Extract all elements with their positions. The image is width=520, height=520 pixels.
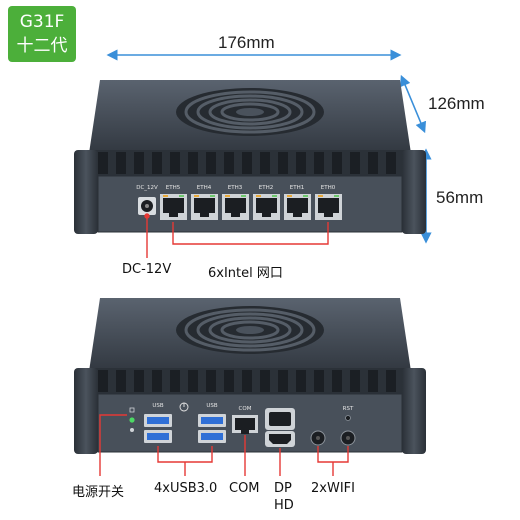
fan-grille-icon	[176, 88, 324, 136]
dc-callout-label: DC-12V	[122, 262, 172, 277]
power-button-icon	[179, 402, 189, 412]
wifi-antenna-icon	[310, 415, 356, 446]
dp-hdmi-ports-icon	[265, 408, 295, 447]
hd-callout-label: HD	[274, 498, 294, 513]
com-port-icon	[232, 415, 258, 434]
usb-silk-label: USB	[152, 403, 164, 409]
model-badge: G31F 十二代	[8, 6, 76, 62]
rst-silk-label: RST	[343, 406, 354, 412]
back-callout-lines	[99, 414, 349, 476]
eth-silk-label: ETH4	[197, 185, 212, 191]
lan-callout-label: 6xIntel 网口	[208, 266, 283, 281]
eth-silk-label: ETH5	[166, 185, 181, 191]
fan-grille-icon	[176, 306, 324, 354]
com-silk-label: COM	[239, 406, 252, 412]
eth-silk-label: ETH2	[259, 185, 273, 191]
back-unit: USB USB COM RST	[74, 298, 426, 454]
wifi-callout-label: 2xWIFI	[311, 481, 355, 496]
model-generation: 十二代	[16, 36, 68, 56]
com-callout-label: COM	[229, 481, 260, 496]
depth-arrow	[399, 74, 427, 134]
status-leds	[129, 407, 135, 432]
ethernet-ports	[160, 194, 342, 220]
usb-callout-label: 4xUSB3.0	[154, 481, 218, 496]
power-callout-label: 电源开关	[72, 485, 125, 500]
dp-callout-label: DP	[274, 481, 292, 496]
eth-silk-label: ETH3	[228, 185, 243, 191]
eth-silk-label: ETH1	[290, 185, 304, 191]
width-label: 176mm	[218, 33, 275, 52]
eth-silk-label: ETH0	[321, 185, 336, 191]
front-callout-lines	[144, 213, 329, 258]
usb-ports-left	[144, 414, 172, 443]
usb-silk-label: USB	[206, 403, 218, 409]
dc-jack-icon	[138, 197, 156, 215]
dc-silk-label: DC_12V	[136, 185, 158, 191]
height-label: 56mm	[436, 188, 484, 207]
depth-label: 126mm	[428, 94, 485, 113]
usb-ports-right	[198, 414, 226, 443]
model-name: G31F	[19, 12, 65, 32]
front-unit: DC_12V ETH5 ETH4 ETH3 ETH2 ETH1 ETH0	[74, 80, 426, 234]
